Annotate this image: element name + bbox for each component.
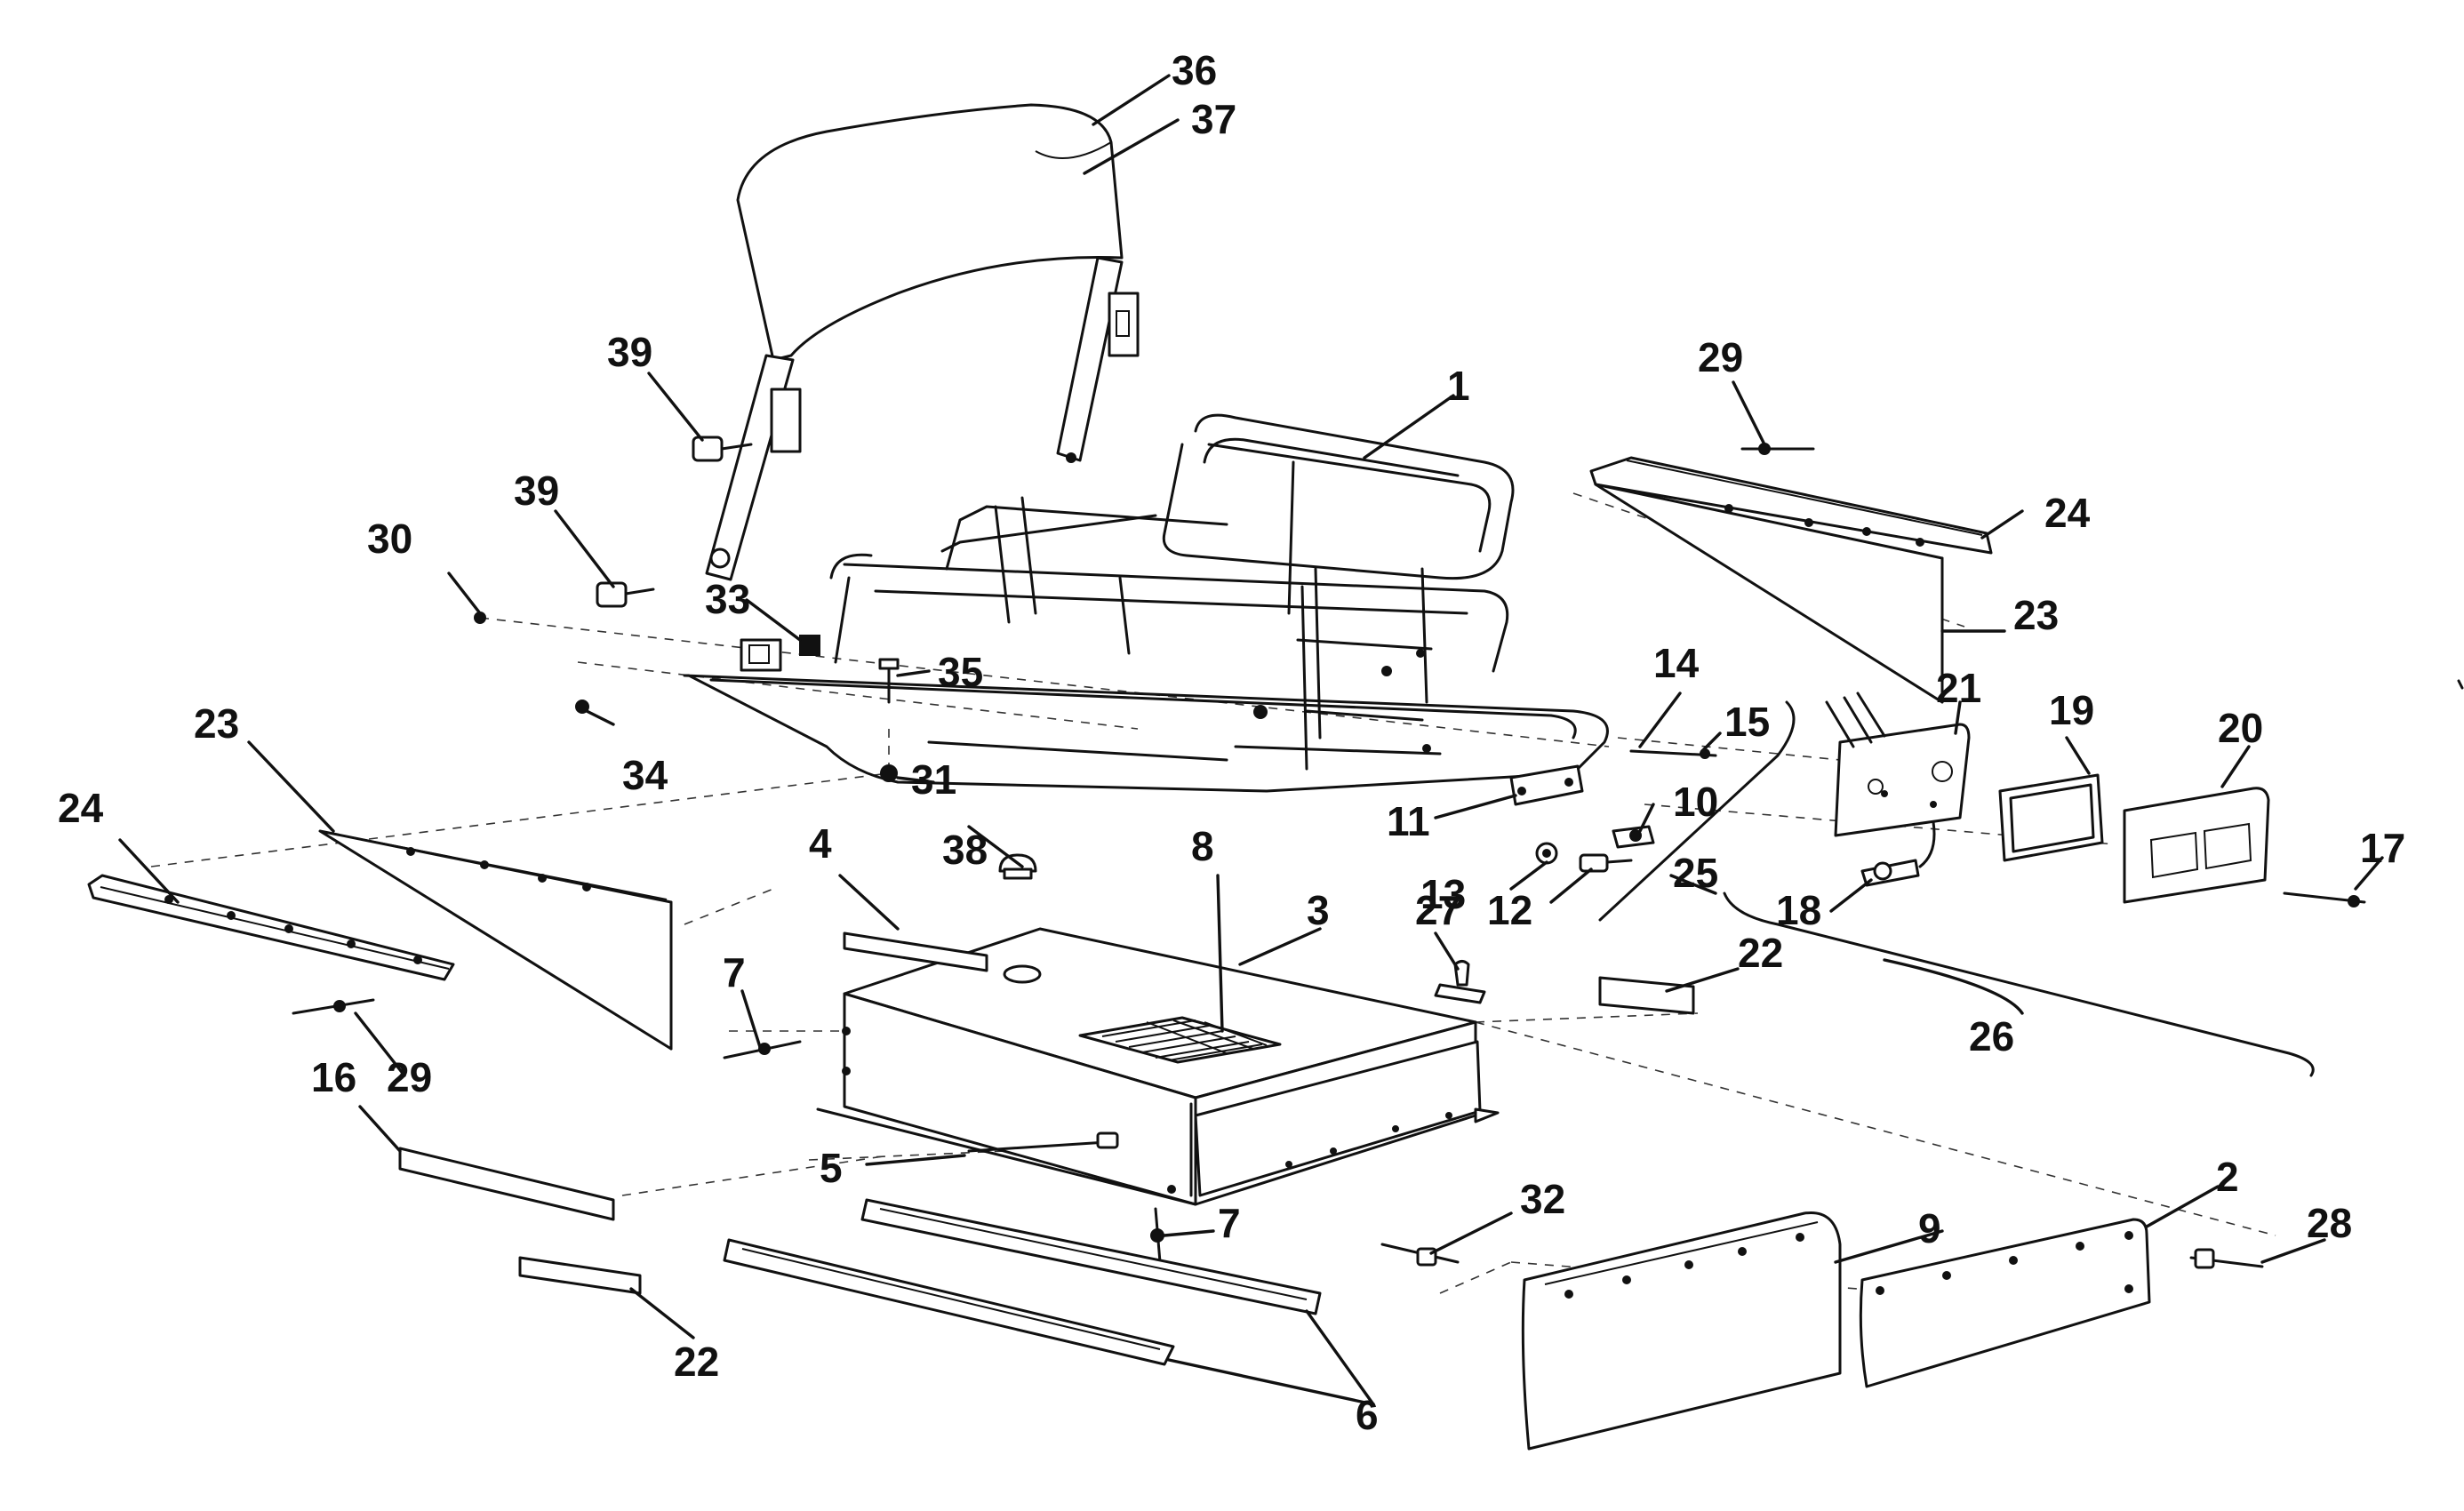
callout-30: 30 (367, 516, 412, 562)
callout-34: 34 (622, 752, 668, 798)
lens-20 (2123, 787, 2270, 904)
callout-2: 2 (2216, 1154, 2239, 1200)
screw-5 (967, 1131, 1119, 1153)
callout-38: 38 (942, 827, 988, 873)
screw-32 (1380, 1243, 1460, 1267)
strips-6 (723, 1198, 1322, 1366)
backrest (705, 103, 1140, 581)
callout-39-lower: 39 (514, 468, 559, 514)
strip-16 (398, 1147, 615, 1221)
callout-17: 17 (2360, 825, 2405, 871)
callout-13: 13 (1420, 871, 1466, 917)
callout-12: 12 (1487, 887, 1532, 933)
callout-15: 15 (1724, 699, 1770, 745)
left-rail-24 (87, 874, 455, 1015)
callout-11: 11 (1387, 798, 1430, 844)
left-panel-23 (318, 829, 673, 1051)
callout-28: 28 (2307, 1200, 2352, 1246)
vent-grille-8 (1078, 1016, 1282, 1064)
callout-6: 6 (1356, 1392, 1379, 1438)
callout-36: 36 (1172, 47, 1217, 93)
callout-31: 31 (911, 756, 956, 803)
gasket-19 (1998, 773, 2104, 862)
bolt-12-washer-13 (1535, 842, 1633, 873)
callout-9: 9 (1918, 1205, 1941, 1251)
clip-27 (1434, 960, 1486, 1004)
callout-14: 14 (1653, 640, 1700, 686)
callout-20: 20 (2218, 705, 2263, 751)
callout-25: 25 (1673, 850, 1718, 896)
callout-8: 8 (1191, 823, 1214, 869)
nut-33 (799, 635, 820, 656)
strip-4 (843, 931, 988, 972)
lamp-housing-21 (1825, 692, 1971, 837)
right-rail-24 (1589, 443, 1993, 555)
bulb-socket-18 (1860, 820, 1936, 887)
bolt-7-left (723, 1040, 802, 1059)
callout-29-lower: 29 (387, 1054, 432, 1100)
strip-22-right (1598, 976, 1695, 1015)
callout-7-lower: 7 (1218, 1200, 1241, 1246)
panel-9 (1521, 1211, 1842, 1451)
bracket-11 (1509, 764, 1584, 806)
callout-35: 35 (938, 649, 983, 695)
strip-22-left (518, 1256, 642, 1295)
callout-19: 19 (2049, 687, 2094, 733)
battery-box-3 (816, 927, 1500, 1206)
seat-frame (683, 413, 1609, 793)
callout-22-left: 22 (674, 1339, 719, 1385)
callout-24-left: 24 (58, 785, 104, 831)
callout-4: 4 (809, 820, 832, 867)
panel-2 (1859, 1218, 2151, 1388)
callout-32: 32 (1520, 1176, 1565, 1222)
callout-29-upper: 29 (1698, 334, 1743, 380)
callout-10: 10 (1673, 779, 1718, 825)
callout-23-left: 23 (194, 700, 239, 747)
bolt-7-lower (1150, 1207, 1164, 1264)
callout-18: 18 (1776, 887, 1821, 933)
callout-23-right: 23 (2013, 592, 2059, 638)
nut-34 (575, 700, 589, 714)
edge-tick (2457, 679, 2464, 690)
callout-labels: 36 37 1 39 39 30 33 35 34 31 38 23 24 29… (58, 47, 2405, 1438)
clip-10 (1612, 825, 1655, 849)
callout-27: 27 (1415, 887, 1460, 933)
callout-5: 5 (820, 1145, 843, 1191)
callout-22-right: 22 (1738, 930, 1783, 976)
callout-7-left: 7 (723, 949, 746, 995)
screw-17 (2283, 891, 2366, 907)
screw-35 (878, 658, 900, 704)
bolt-39-upper (692, 436, 753, 462)
callout-24-right: 24 (2044, 490, 2091, 536)
bolt-39-lower (596, 581, 655, 608)
callout-39-upper: 39 (607, 329, 652, 375)
callout-3: 3 (1307, 887, 1330, 933)
screw-28 (2189, 1248, 2264, 1269)
callout-26: 26 (1969, 1013, 2014, 1059)
callout-33: 33 (705, 576, 750, 622)
callout-1: 1 (1447, 363, 1470, 409)
callout-21: 21 (1936, 665, 1981, 711)
callout-16: 16 (311, 1054, 356, 1100)
callout-37: 37 (1191, 96, 1236, 142)
wire-harness-25-26 (1598, 700, 2315, 1077)
leader-lines (118, 74, 2384, 1406)
